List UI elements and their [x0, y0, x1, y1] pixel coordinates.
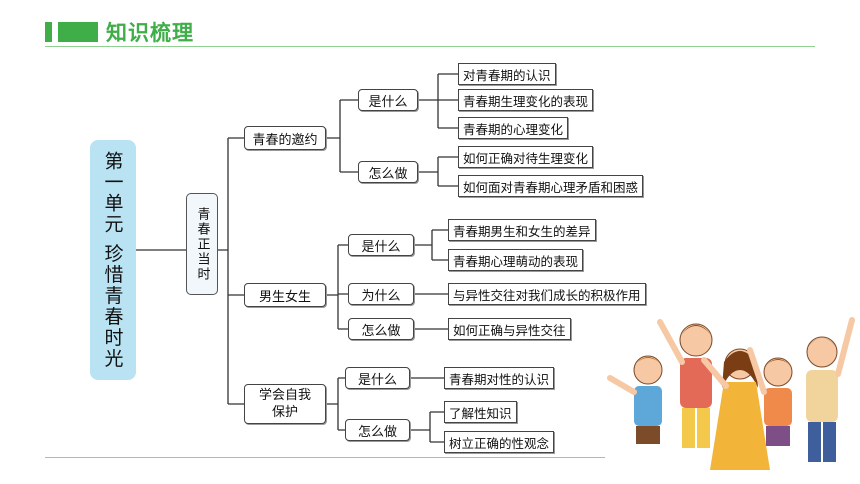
topic-1-node: 青春的邀约 — [244, 126, 326, 150]
leaf-item: 对青春期的认识 — [458, 63, 556, 85]
leaf-item: 如何面对青春期心理矛盾和困惑 — [458, 175, 644, 197]
question-2-1: 是什么 — [348, 234, 414, 256]
page-title: 知识梳理 — [106, 21, 194, 45]
footer-divider — [45, 457, 605, 458]
topic-2-node: 男生女生 — [244, 283, 326, 307]
children-illustration — [607, 317, 855, 470]
leaf-item: 树立正确的性观念 — [444, 431, 555, 453]
leaf-item: 如何正确对待生理变化 — [458, 146, 594, 168]
leaf-item: 青春期的心理变化 — [458, 117, 569, 139]
leaf-item: 青春期男生和女生的差异 — [448, 219, 596, 241]
topic-3-node: 学会自我保护 — [244, 384, 326, 424]
question-1-1: 是什么 — [358, 89, 418, 111]
leaf-item: 与异性交往对我们成长的积极作用 — [448, 283, 646, 305]
leaf-item: 如何正确与异性交往 — [448, 318, 571, 340]
question-3-1: 是什么 — [345, 367, 410, 389]
leaf-item: 青春期对性的认识 — [444, 367, 555, 389]
header-divider — [45, 46, 815, 47]
question-1-2: 怎么做 — [358, 161, 418, 183]
subunit-box: 青春正当时 — [186, 193, 218, 295]
header-bar-large — [58, 22, 98, 42]
header-bar-small — [45, 22, 52, 42]
leaf-item: 青春期生理变化的表现 — [458, 89, 594, 111]
question-3-2: 怎么做 — [345, 419, 410, 441]
leaf-item: 了解性知识 — [444, 401, 517, 423]
question-2-3: 怎么做 — [348, 318, 414, 340]
unit-label: 第一单元 珍惜青春时光 — [101, 150, 124, 370]
unit-box: 第一单元 珍惜青春时光 — [90, 140, 136, 380]
subunit-label: 青春正当时 — [194, 206, 210, 282]
leaf-item: 青春期心理萌动的表现 — [448, 249, 584, 271]
question-2-2: 为什么 — [348, 283, 414, 305]
